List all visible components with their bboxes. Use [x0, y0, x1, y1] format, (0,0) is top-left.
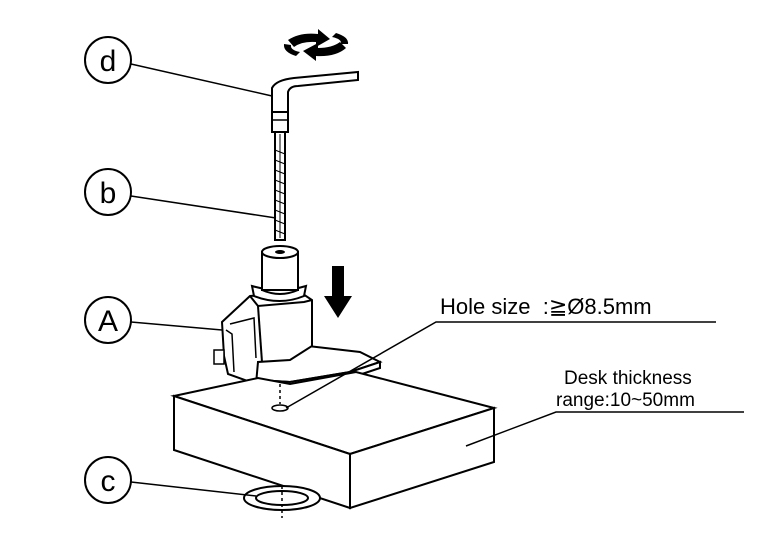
- callout-b-label: b: [100, 177, 117, 210]
- hole-size-label: Hole size :≧Ø8.5mm: [440, 294, 652, 319]
- callout-c: c: [84, 456, 132, 504]
- callout-d: d: [84, 36, 132, 84]
- washer: [243, 485, 321, 518]
- callout-b: b: [84, 168, 132, 216]
- bolt: [274, 131, 286, 241]
- rotate-arrows-icon: [283, 29, 349, 61]
- mount-base: [213, 245, 383, 390]
- desk-thickness-range: range:10~50mm: [556, 390, 695, 411]
- desk-thickness-label: Desk thickness: [564, 368, 692, 389]
- down-arrow-icon: [324, 266, 352, 318]
- desk: [170, 370, 498, 510]
- callout-a-label: A: [98, 305, 118, 338]
- callout-d-label: d: [100, 45, 117, 78]
- hex-key: [271, 70, 359, 133]
- callout-a: A: [84, 296, 132, 344]
- leader-lines: [130, 63, 744, 497]
- callout-c-label: c: [101, 465, 116, 498]
